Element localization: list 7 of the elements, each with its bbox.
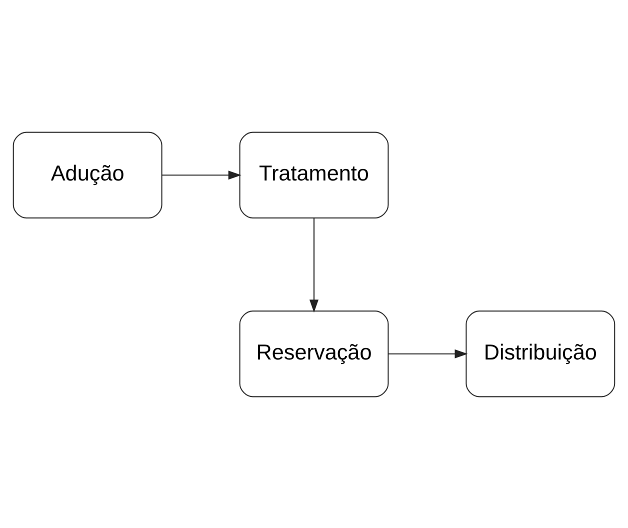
arrow <box>309 218 319 312</box>
arrow <box>388 348 468 358</box>
node-box: Tratamento <box>239 131 389 218</box>
node-box: Reservação <box>239 310 389 397</box>
arrow <box>162 170 242 180</box>
node-box: Adução <box>12 131 162 218</box>
node-box: Distribuição <box>466 310 616 397</box>
